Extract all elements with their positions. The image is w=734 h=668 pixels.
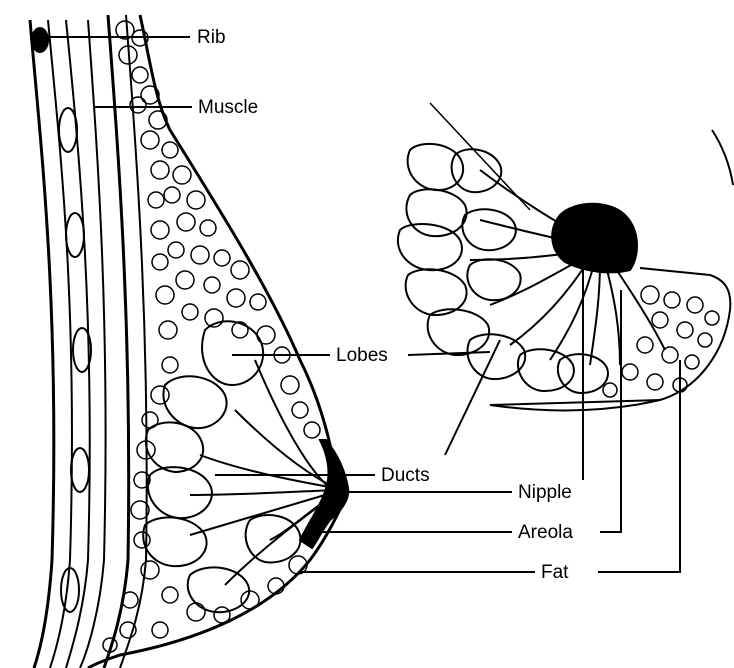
muscle-label: Muscle (198, 98, 258, 117)
ducts-leader-line-right (445, 340, 500, 455)
front-edge-arc (712, 130, 733, 185)
side-lobes (143, 321, 300, 612)
nipple-label: Nipple (518, 483, 572, 502)
front-view (398, 103, 733, 410)
rib-ovals (32, 28, 91, 612)
chest-wall (30, 20, 106, 668)
leader-lines (40, 37, 680, 572)
front-nipple (552, 204, 637, 273)
ducts-label: Ducts (381, 466, 430, 485)
fat-leader-line-right (598, 360, 680, 572)
fat-label: Fat (541, 563, 568, 582)
side-view (30, 15, 348, 668)
areola-label: Areola (518, 523, 573, 542)
lobes-label: Lobes (336, 346, 388, 365)
rib-label: Rib (197, 28, 226, 47)
